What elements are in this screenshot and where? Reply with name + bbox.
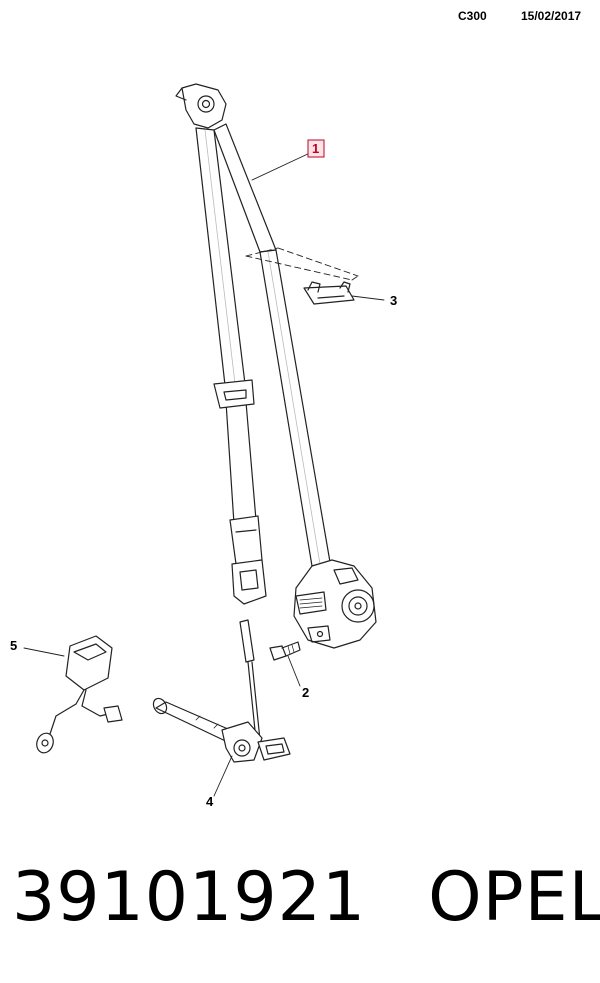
diagram-code: C300 xyxy=(458,9,487,23)
seat-belt-exploded-diagram: 1 2 3 4 5 xyxy=(10,83,397,809)
part-footer: 39101921 OPEL xyxy=(12,858,600,937)
part-5-buckle xyxy=(36,635,123,754)
callout-2: 2 xyxy=(302,685,309,700)
part-retractor xyxy=(293,559,377,649)
part-2-bolt xyxy=(269,641,301,661)
diagram-date: 15/02/2017 xyxy=(521,9,582,23)
callout-5: 5 xyxy=(10,638,17,653)
sliding-clip xyxy=(213,379,255,409)
part-4-pretensioner xyxy=(152,697,291,763)
upper-anchor xyxy=(175,83,227,129)
part-3-guide-clip xyxy=(303,281,355,305)
leader-lines xyxy=(23,151,385,797)
callout-1: 1 xyxy=(312,141,319,156)
guide-lines xyxy=(245,247,359,281)
callout-4: 4 xyxy=(206,794,214,809)
buckle-tongue xyxy=(229,515,267,605)
brand-name: OPEL xyxy=(428,858,600,937)
lap-strap xyxy=(195,127,257,525)
callout-1-box xyxy=(307,139,325,158)
part-number: 39101921 xyxy=(12,858,367,937)
stalk-cable xyxy=(239,619,261,741)
callout-3: 3 xyxy=(390,293,397,308)
